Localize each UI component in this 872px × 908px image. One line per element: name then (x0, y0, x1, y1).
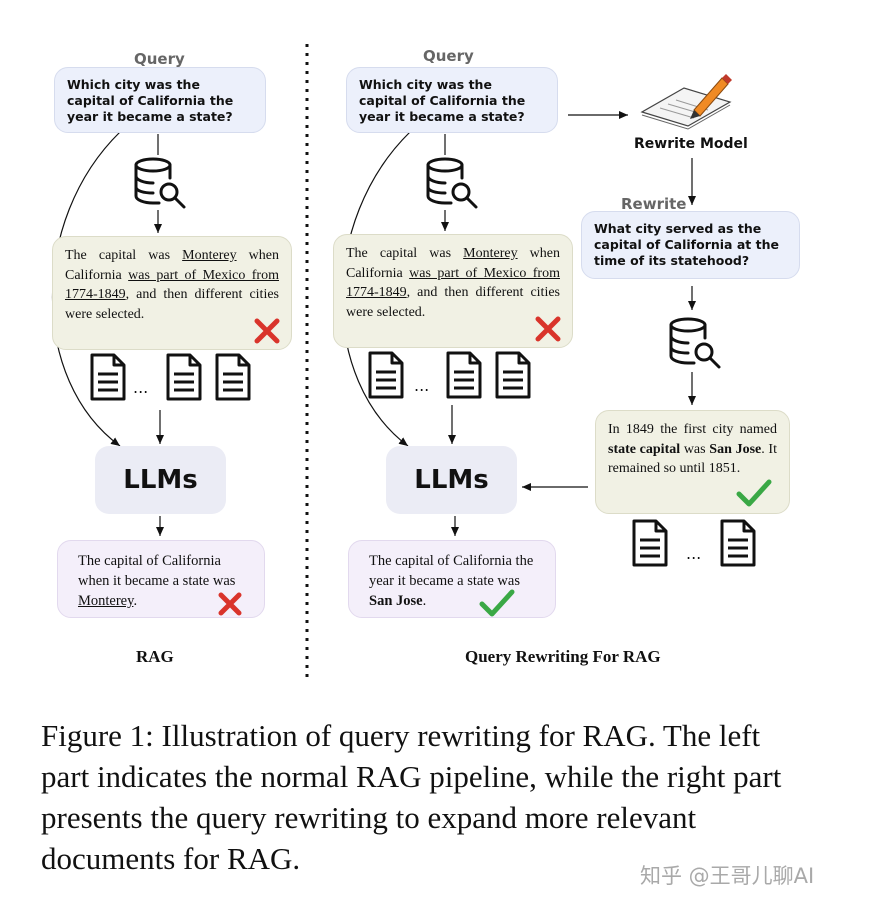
doc-text: was (680, 441, 710, 457)
doc-text: The capital was (65, 248, 183, 263)
ellipsis: ... (414, 376, 430, 395)
doc-text: , and then different cities were selecte… (65, 287, 279, 322)
database-search-icon (669, 317, 721, 369)
left-panel-title: RAG (136, 647, 174, 666)
rewrite-query-line: capital of California at the (594, 237, 779, 252)
doc-underlined-text: was part of Mexico from 1774-1849 (346, 265, 560, 301)
right-answer-box: The capital of California the year it be… (348, 540, 556, 618)
document-icon (215, 353, 251, 401)
doc-bold-text: state capital (608, 441, 681, 457)
answer-text: The capital of California when it became… (78, 553, 236, 589)
rewrite-query-line: time of its statehood? (594, 253, 750, 268)
rewrite-label: Rewrite (621, 195, 687, 213)
correct-check-icon (736, 479, 772, 507)
doc-text: when California (65, 248, 279, 283)
right-panel-title: Query Rewriting For RAG (465, 647, 661, 666)
right-query-line: Which city was the (359, 77, 492, 92)
new-retrieved-doc: In 1849 the first city named state capit… (595, 410, 790, 514)
rewrite-query-box: What city served as the capital of Calif… (581, 211, 800, 279)
right-query-box: Which city was the capital of California… (346, 67, 558, 133)
answer-text: The capital of California the year it be… (369, 553, 534, 589)
ellipsis: ... (133, 378, 149, 397)
doc-underlined-text: Monterey (463, 246, 518, 261)
left-llm-box: LLMs (95, 446, 226, 514)
right-query-line: capital of California the (359, 93, 526, 108)
left-query-box: Which city was the capital of California… (54, 67, 266, 133)
doc-text: . It remained so until 1851. (608, 441, 777, 477)
left-query-line: Which city was the (67, 77, 200, 92)
answer-text: . (133, 593, 138, 609)
answer-bold-text: San Jose (369, 593, 423, 609)
left-query-label: Query (134, 50, 185, 68)
wrong-cross-icon (535, 316, 561, 342)
right-retrieved-doc: The capital was Monterey when California… (333, 234, 573, 348)
document-icon (368, 351, 404, 399)
document-icon (632, 519, 668, 567)
left-query-line: year it became a state? (67, 109, 233, 124)
doc-bold-text: San Jose (709, 441, 762, 457)
doc-text: In 1849 the first city named (608, 422, 777, 437)
figure-caption: Figure 1: Illustration of query rewritin… (41, 718, 782, 876)
correct-check-icon (479, 589, 515, 617)
doc-text: , and then different cities were selecte… (346, 285, 560, 320)
document-icon (720, 519, 756, 567)
doc-text: The capital was (346, 246, 464, 261)
wrong-cross-icon (254, 318, 280, 344)
doc-underlined-text: was part of Mexico from 1774-1849 (65, 267, 279, 303)
wrong-cross-icon (218, 592, 242, 616)
document-icon (495, 351, 531, 399)
document-icon (90, 353, 126, 401)
answer-underlined-text: Monterey (78, 593, 134, 609)
left-retrieved-doc: The capital was Monterey when California… (52, 236, 292, 350)
answer-text: . (422, 593, 427, 609)
right-query-label: Query (423, 47, 474, 65)
rewrite-model-label: Rewrite Model (634, 136, 748, 152)
document-icon (166, 353, 202, 401)
doc-underlined-text: Monterey (182, 248, 237, 263)
watermark: 知乎 @王哥儿聊AI (640, 864, 815, 888)
database-search-icon (426, 157, 478, 209)
document-icon (446, 351, 482, 399)
pen-paper-icon (640, 74, 732, 130)
rewrite-query-line: What city served as the (594, 221, 762, 236)
left-query-line: capital of California the (67, 93, 234, 108)
right-query-line: year it became a state? (359, 109, 525, 124)
right-llm-box: LLMs (386, 446, 517, 514)
ellipsis: ... (686, 544, 702, 563)
database-search-icon (134, 157, 186, 209)
doc-text: when California (346, 246, 560, 281)
